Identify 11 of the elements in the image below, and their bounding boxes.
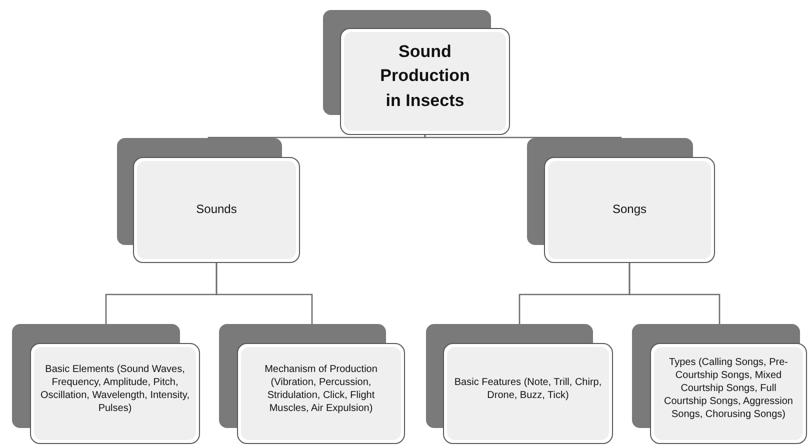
- topic-text: Sounds: [196, 202, 237, 218]
- topic-text: Basic Features (Note, Trill, Chirp, Drone, Buzz, Tick): [453, 376, 603, 402]
- connector-line: [628, 263, 720, 324]
- topic-text: Songs: [612, 202, 647, 218]
- topic-text: Mechanism of Production (Vibration, Percussion, Stridulation, Click, Flight Muscles, Air Expulsion): [264, 362, 378, 414]
- topic-text: Basic Elements (Sound Waves, Frequency, Amplitude, Pitch, Oscillation, Wavelength, Intensity, Pulses): [40, 362, 190, 414]
- connector-line: [216, 263, 313, 324]
- topic-text: Types (Calling Songs, Pre-Courtship Songs, Mixed Courtship Songs, Full Courtship Songs, Aggression Songs, Chorusing Songs): [663, 356, 794, 421]
- connector-line: [424, 135, 622, 139]
- connector-line: [208, 135, 426, 139]
- title-text: Sound Production in Insects: [379, 40, 471, 112]
